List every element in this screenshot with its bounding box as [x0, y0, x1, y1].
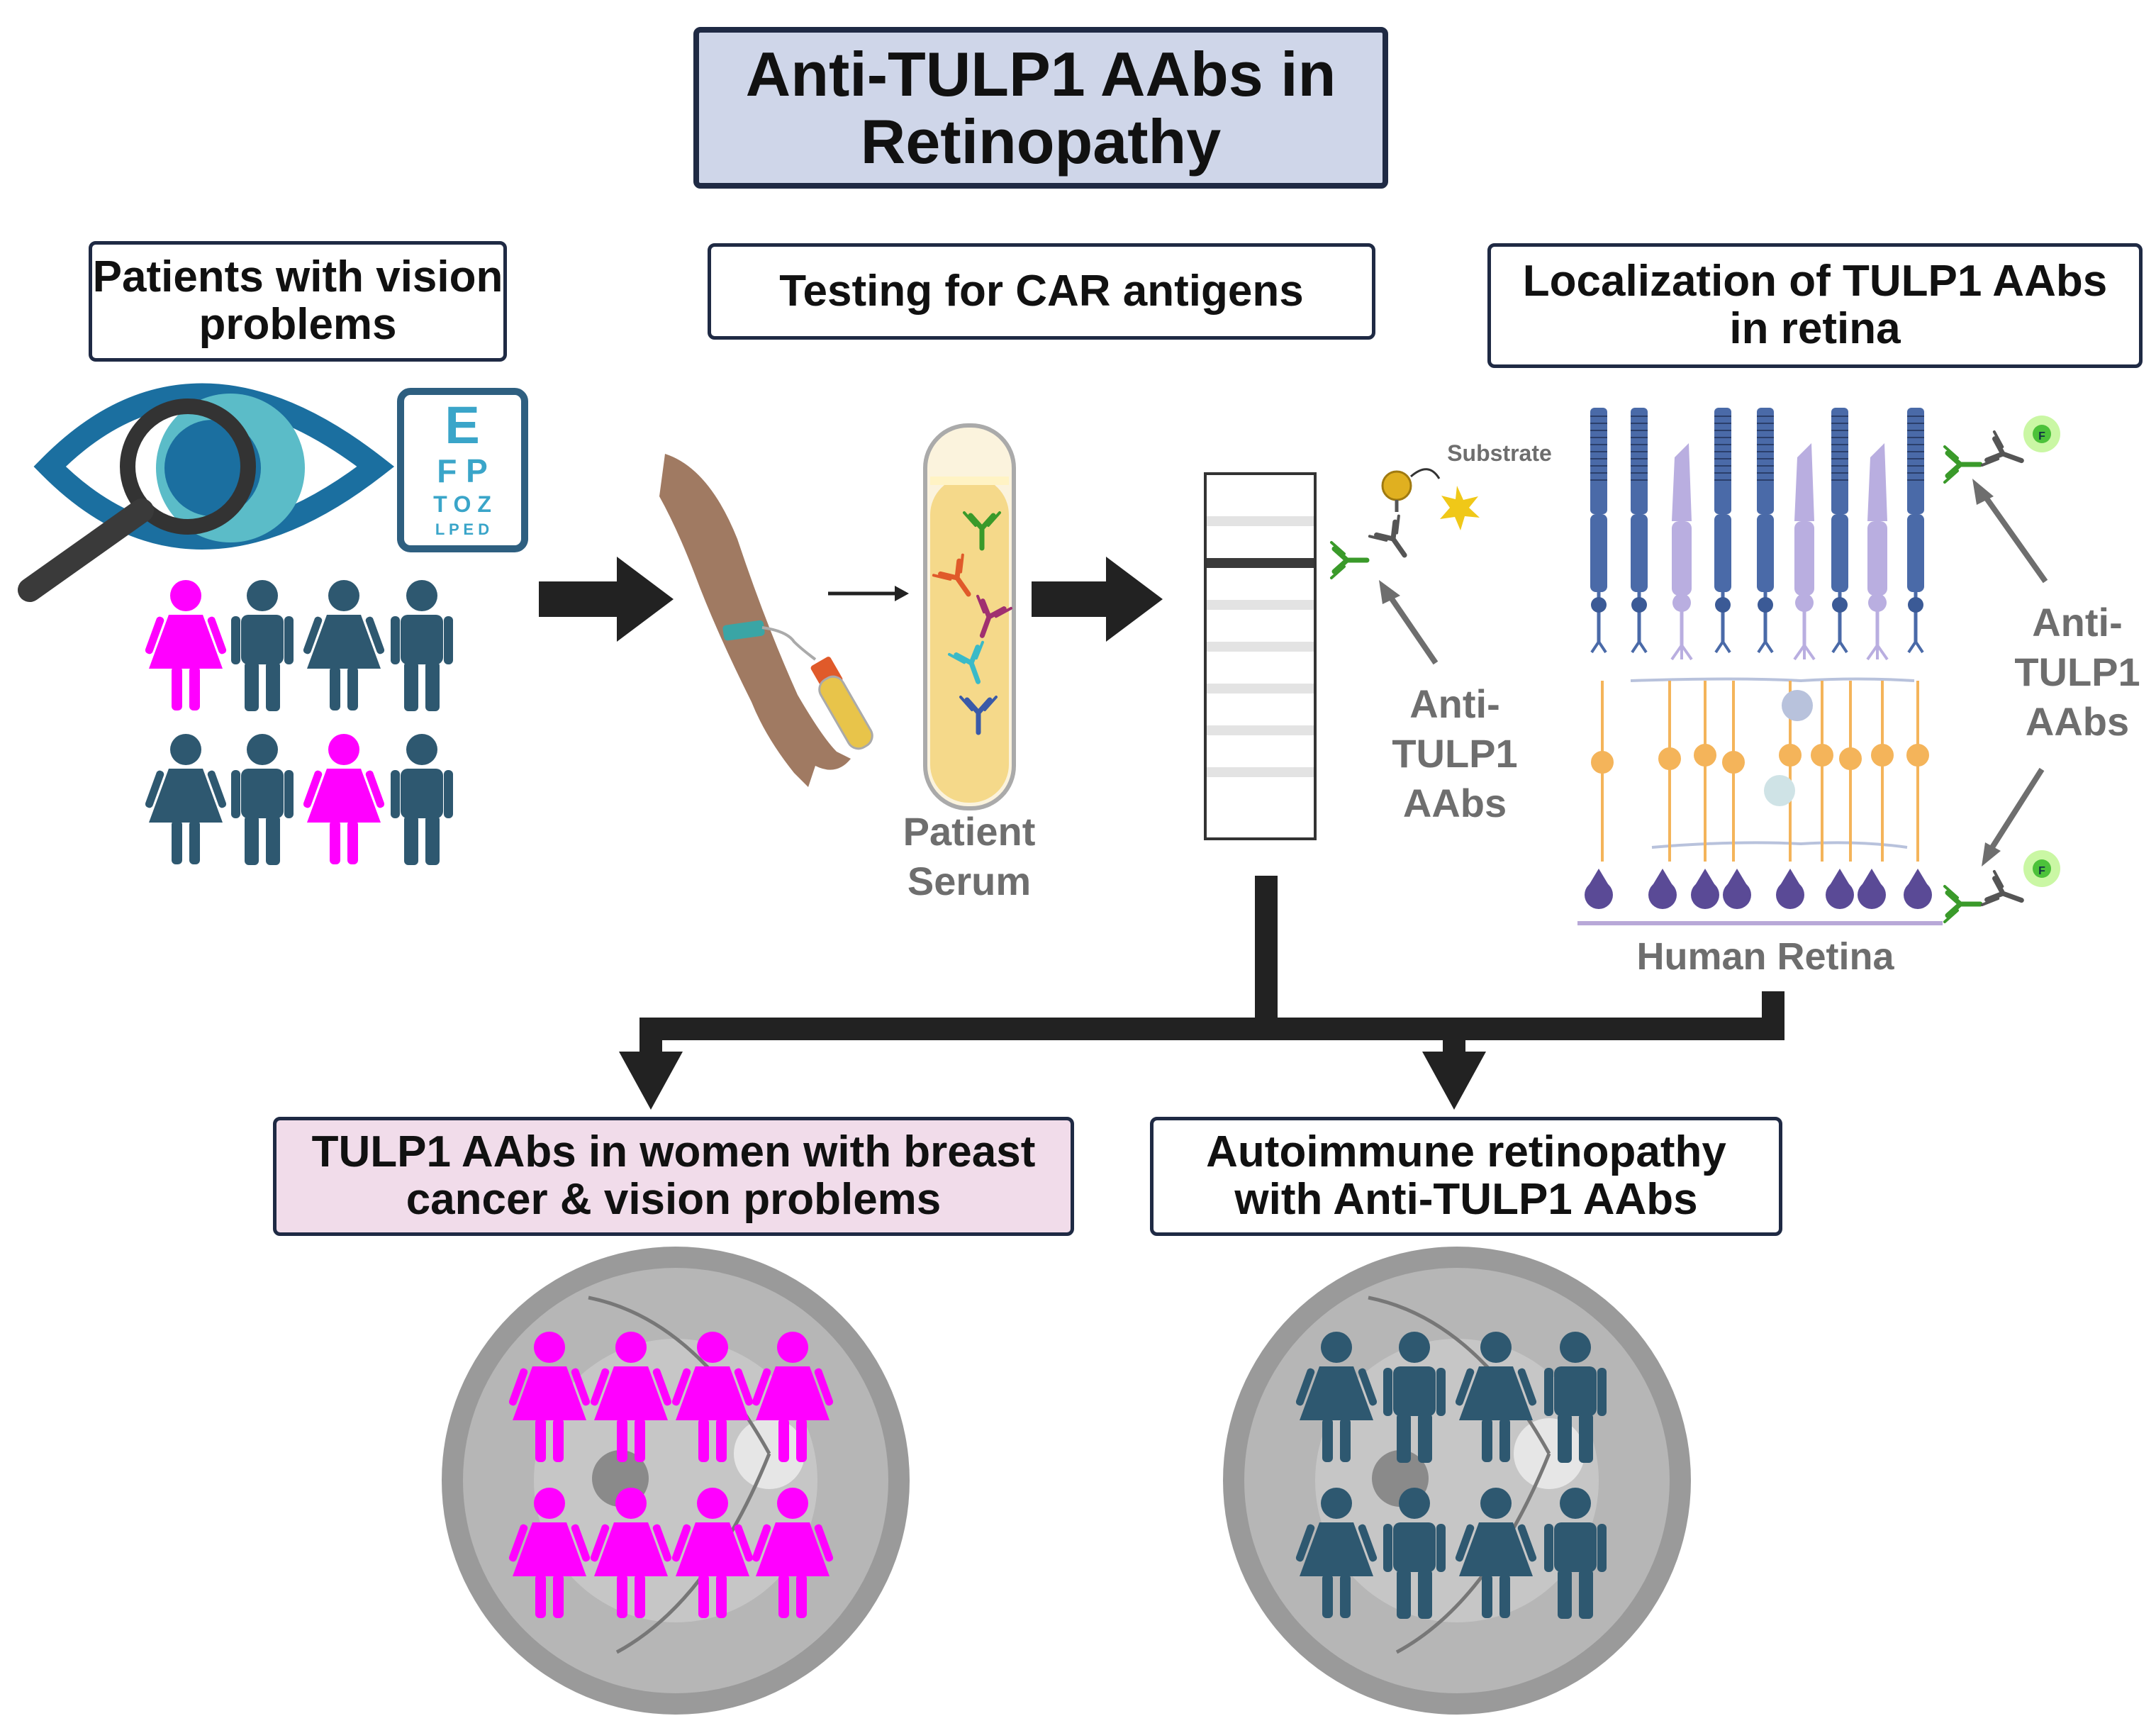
header-testing: Testing for CAR antigens: [708, 243, 1375, 340]
enzyme-icon: [1381, 468, 1441, 512]
female-icon: [302, 734, 386, 864]
pointer-arrows-retina: [1972, 479, 2048, 866]
fundus-icon: [1223, 1247, 1691, 1715]
male-icon: [231, 580, 294, 711]
thin-arrow-head: [895, 586, 909, 601]
header-localization: Localization of TULP1 AAbs in retina: [1487, 243, 2143, 368]
female-icon: [144, 580, 228, 711]
outcome-connectors: [619, 876, 1784, 1110]
outcome-autoimmune-text: Autoimmune retinopathy with Anti-TULP1 A…: [1206, 1127, 1726, 1224]
star-icon: [1440, 486, 1480, 530]
pointer-arrow-blot: [1379, 580, 1439, 665]
header-patients-text: Patients with vision problems: [92, 252, 503, 349]
female-icon: [302, 580, 386, 711]
substrate-label: Substrate: [1447, 440, 1552, 466]
chart-row-1: E: [445, 396, 479, 455]
retina-cells-icon: F F: [1577, 408, 2060, 925]
arm-icon: [659, 454, 873, 787]
header-patients: Patients with vision problems: [89, 241, 507, 362]
blot-strip-icon: [1204, 472, 1317, 840]
chart-row-3: T O Z: [433, 491, 491, 517]
eye-chart-icon: E F P T O Z L P E D: [397, 388, 528, 552]
flow-arrows: [539, 557, 1163, 642]
fluor-tag-top: F: [2038, 430, 2045, 442]
antibody-icon: [1331, 516, 1419, 578]
magnifier-icon: [18, 399, 256, 602]
outcome-breast-cancer: TULP1 AAbs in women with breast cancer &…: [273, 1117, 1074, 1236]
male-icon: [391, 734, 453, 865]
fluor-tag-bottom: F: [2038, 865, 2045, 877]
female-icon: [144, 734, 228, 864]
serum-tube-icon: [923, 423, 1016, 810]
fundus-icon: [442, 1247, 910, 1715]
header-testing-text: Testing for CAR antigens: [779, 266, 1304, 316]
header-localization-text: Localization of TULP1 AAbs in retina: [1522, 257, 2108, 353]
arrow-right-2: [1032, 557, 1163, 642]
patient-group: [144, 580, 453, 865]
outcome-autoimmune: Autoimmune retinopathy with Anti-TULP1 A…: [1150, 1117, 1782, 1236]
chart-row-2: F P: [437, 452, 488, 489]
outcome-breast-cancer-text: TULP1 AAbs in women with breast cancer &…: [311, 1127, 1036, 1224]
page-title: Anti-TULP1 AAbs in Retinopathy: [693, 27, 1388, 189]
human-retina-label: Human Retina: [1636, 935, 1894, 978]
arrow-right-1: [539, 557, 674, 642]
chart-row-4: L P E D: [435, 520, 489, 538]
title-text: Anti-TULP1 AAbs in Retinopathy: [745, 38, 1336, 177]
male-icon: [231, 734, 294, 865]
male-icon: [391, 580, 453, 711]
